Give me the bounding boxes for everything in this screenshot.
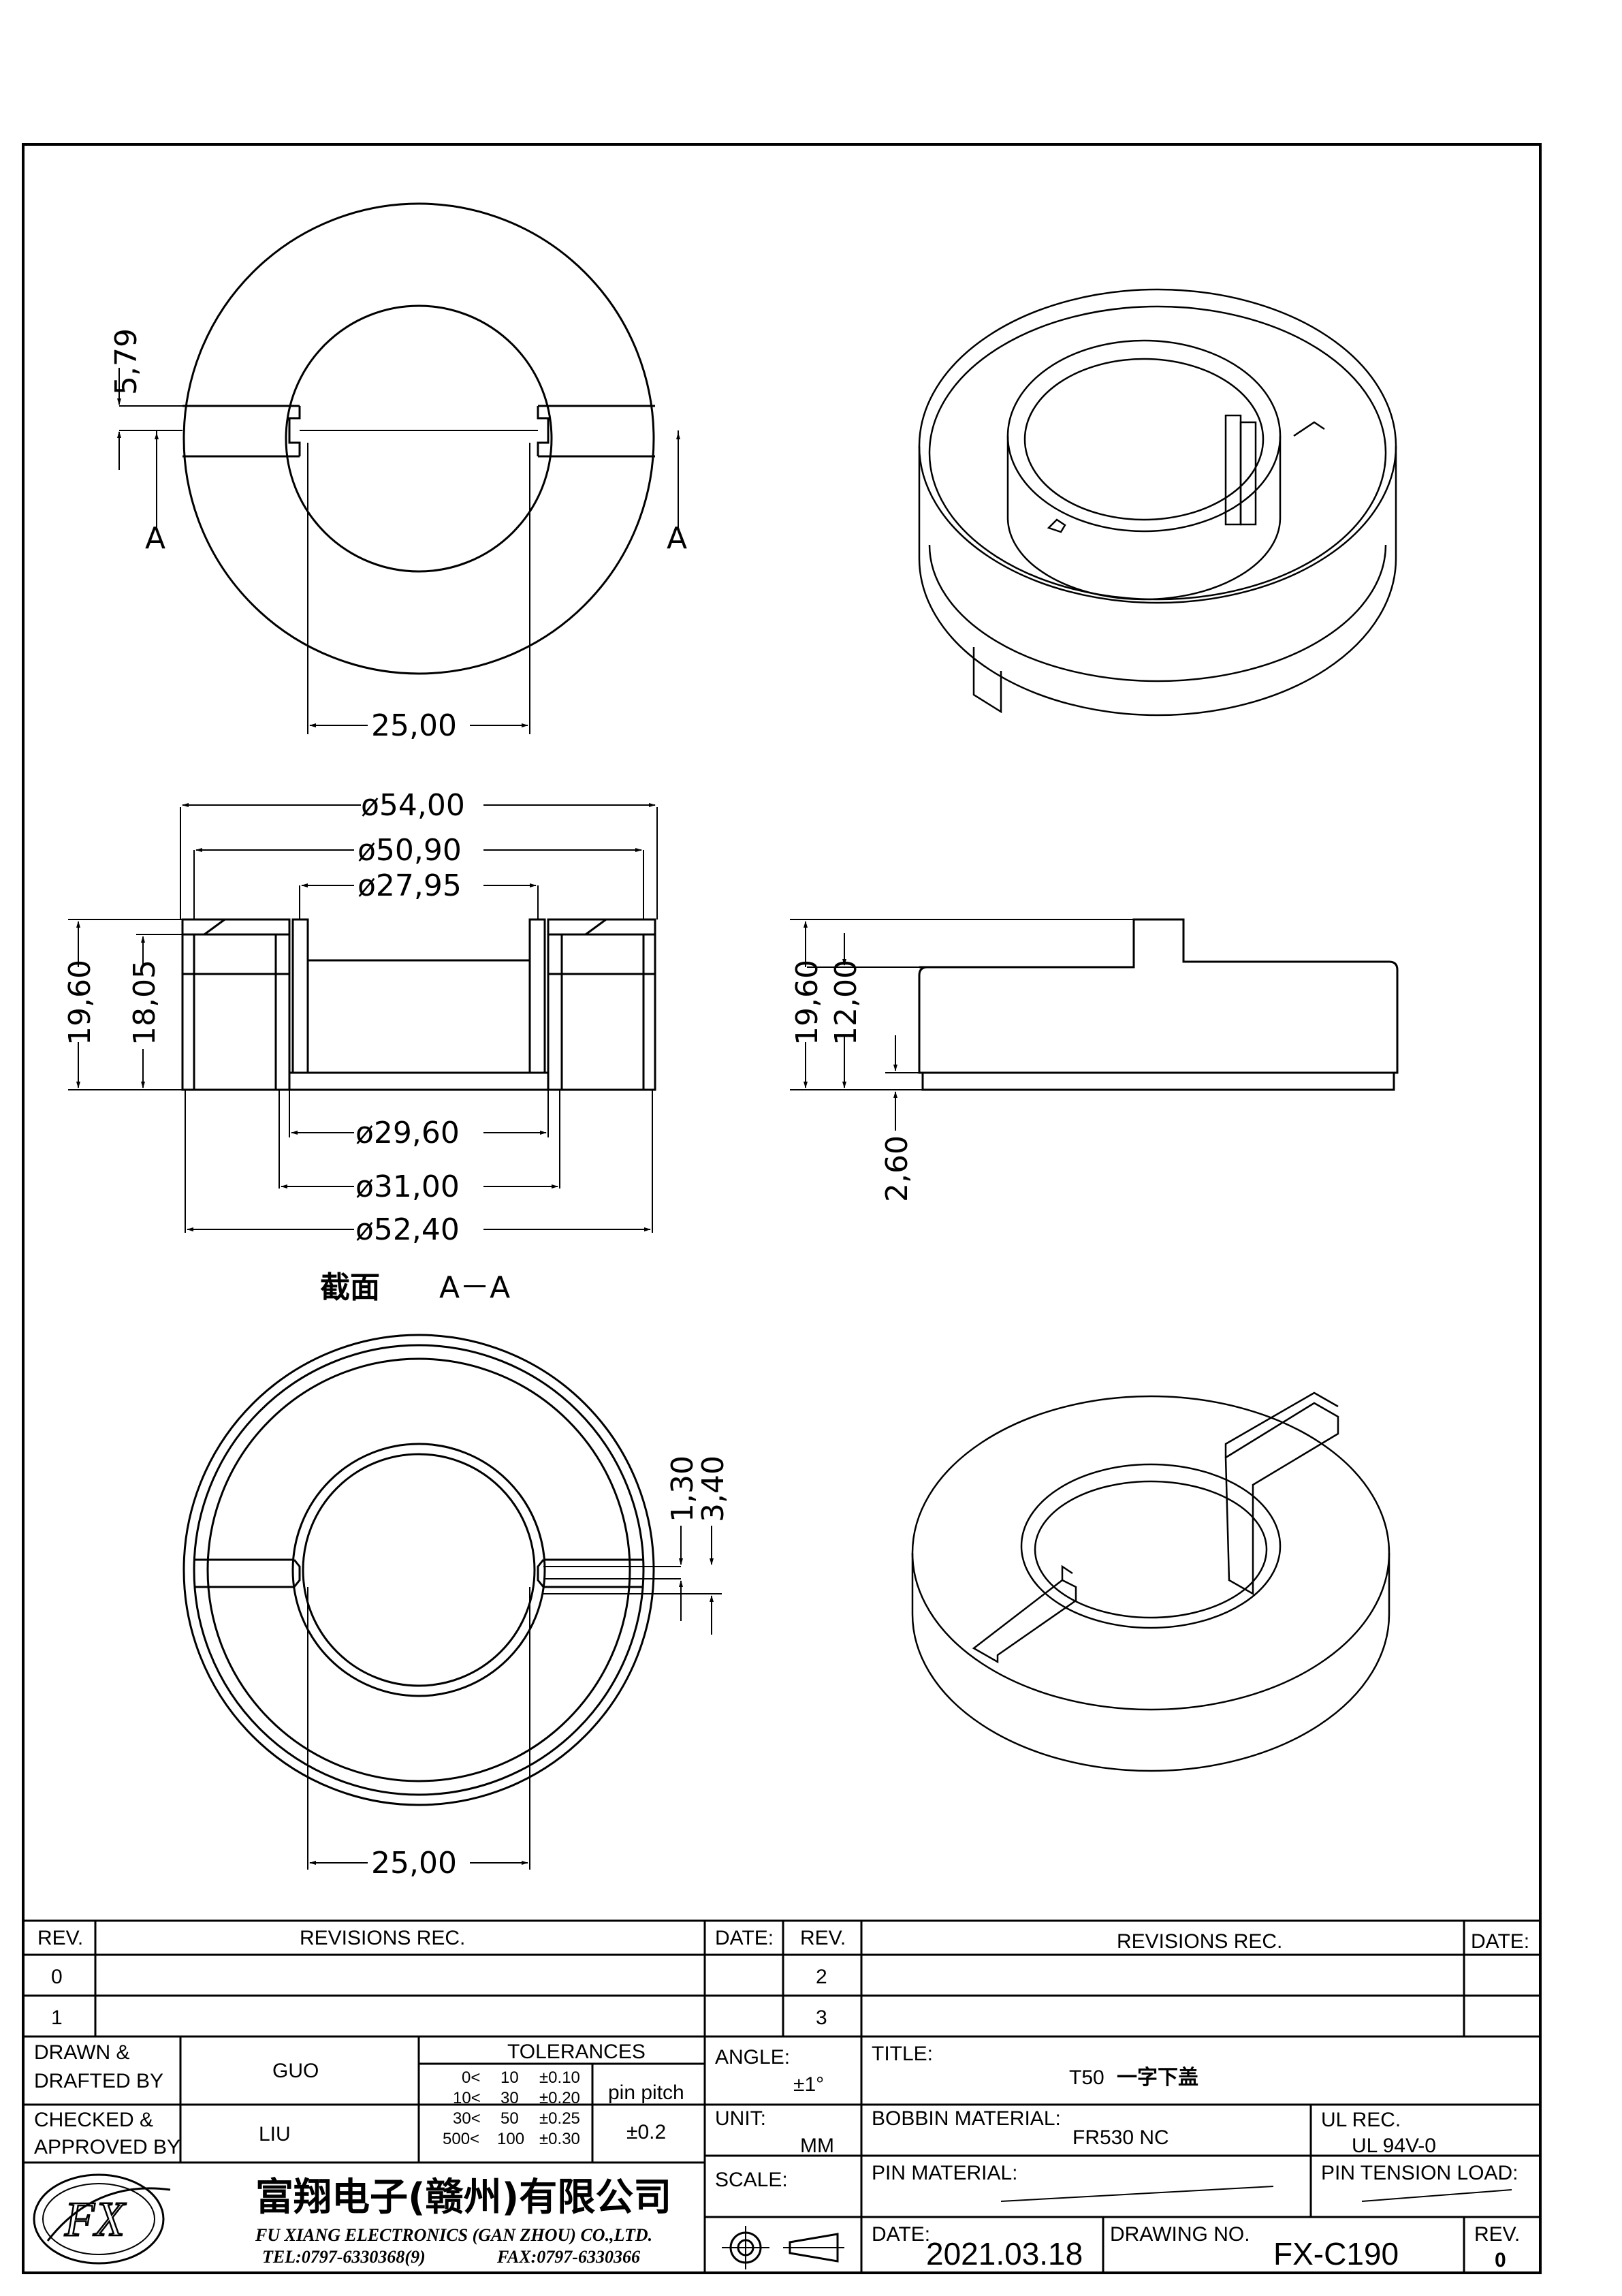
drawn-label-2: DRAFTED BY (34, 2070, 163, 2092)
iso-view-bottom (911, 1391, 1390, 1772)
dim-side-height-2: 12,00 (829, 960, 863, 1045)
section-aa (68, 803, 658, 1233)
pin-material-label: PIN MATERIAL: (872, 2162, 1017, 2184)
rev-header-2: REV. (800, 1927, 846, 1949)
title-value-cn: 一字下盖 (1117, 2066, 1198, 2089)
side-view (790, 918, 1399, 1131)
tol-val-1: ±0.20 (539, 2089, 580, 2107)
tolerances-label: TOLERANCES (507, 2041, 646, 2063)
bottom-view (182, 1334, 722, 1870)
scale-label: SCALE: (715, 2169, 788, 2191)
dim-diameter-6: ø52,40 (355, 1212, 460, 1247)
company-name-en: FU XIANG ELECTRONICS (GAN ZHOU) CO.,LTD. (255, 2225, 652, 2245)
rev-header: REV. (37, 1927, 83, 1949)
title-value-latin: T50 (1069, 2066, 1104, 2089)
drawn-label-1: DRAWN & (34, 2041, 130, 2064)
section-marker-left: A (145, 521, 165, 556)
rev-value: 0 (1495, 2249, 1506, 2271)
rev-row-2: 2 (816, 1966, 827, 1988)
rev-row-3: 3 (816, 2007, 827, 2029)
dim-diameter-2: ø50,90 (357, 833, 462, 868)
checked-label-1: CHECKED & (34, 2109, 153, 2131)
dim-bottom-inner-width: 25,00 (371, 1846, 457, 1881)
dim-height-1: 19,60 (63, 960, 97, 1045)
tol-val-3: ±0.30 (539, 2130, 580, 2148)
bobbin-value: FR530 NC (1072, 2126, 1169, 2149)
logo-text: FX (64, 2192, 127, 2246)
tol-from-0: 0< (462, 2069, 480, 2087)
drawing-no-label: DRAWING NO. (1110, 2223, 1250, 2246)
dim-diameter-4: ø29,60 (355, 1116, 460, 1150)
dim-height-2: 18,05 (127, 960, 162, 1045)
ul-label: UL REC. (1321, 2109, 1401, 2131)
date-header-2: DATE: (1471, 1930, 1529, 1953)
rev-row-0: 0 (51, 1966, 63, 1988)
date-label: DATE: (872, 2223, 930, 2246)
section-name: A－A (439, 1270, 510, 1305)
company-tel: TEL:0797-6330368(9) (262, 2247, 426, 2267)
date-value: 2021.03.18 (926, 2236, 1083, 2271)
tol-from-3: 500< (443, 2130, 479, 2148)
tol-to-3: 100 (497, 2130, 524, 2148)
title-block-grid (23, 1919, 1540, 2273)
dim-diameter-3: ø27,95 (357, 868, 462, 903)
angle-label: ANGLE: (715, 2046, 790, 2069)
tol-val-0: ±0.10 (539, 2069, 580, 2087)
checked-label-2: APPROVED BY (34, 2136, 180, 2158)
drawn-by: GUO (272, 2060, 319, 2082)
rev-label: REV. (1474, 2223, 1520, 2246)
bobbin-label: BOBBIN MATERIAL: (872, 2107, 1061, 2130)
tol-to-1: 30 (500, 2089, 519, 2107)
unit-value: MM (800, 2135, 834, 2157)
pin-tension-label: PIN TENSION LOAD: (1321, 2162, 1518, 2184)
company-name-cn: 富翔电子(赣州)有限公司 (255, 2175, 671, 2220)
tol-to-2: 50 (500, 2109, 519, 2128)
checked-by: LIU (259, 2123, 291, 2145)
tol-val-2: ±0.25 (539, 2109, 580, 2128)
tol-from-1: 10< (453, 2089, 481, 2107)
dim-slot-height: 5,79 (109, 328, 144, 395)
dim-bottom-slot-2: 3,40 (696, 1456, 731, 1522)
drawing-no-value: FX-C190 (1273, 2236, 1399, 2271)
pin-pitch-label: pin pitch (608, 2081, 684, 2104)
iso-view-top (918, 288, 1397, 717)
title-label: TITLE: (872, 2043, 933, 2065)
dim-diameter-1: ø54,00 (361, 788, 465, 823)
ul-value: UL 94V-0 (1352, 2135, 1436, 2157)
tol-from-2: 30< (453, 2109, 481, 2128)
dim-bottom-slot-1: 1,30 (665, 1456, 700, 1522)
angle-value: ±1° (793, 2073, 824, 2096)
section-label: 截面 (320, 1270, 380, 1305)
date-header: DATE: (715, 1927, 774, 1949)
dim-top-inner-width: 25,00 (371, 708, 457, 743)
dim-side-height-3: 2,60 (880, 1135, 915, 1202)
company-fax: FAX:0797-6330366 (496, 2247, 640, 2267)
dim-side-height-1: 19,60 (790, 960, 825, 1045)
unit-label: UNIT: (715, 2107, 766, 2130)
rev-row-1: 1 (51, 2007, 63, 2029)
revisions-header-2: REVISIONS REC. (1117, 1930, 1282, 1953)
top-view (117, 202, 680, 734)
revisions-header: REVISIONS REC. (300, 1927, 465, 1949)
pin-pitch-value: ±0.2 (626, 2121, 666, 2143)
dim-diameter-5: ø31,00 (355, 1169, 460, 1204)
section-marker-right: A (667, 521, 687, 556)
tol-to-0: 10 (500, 2069, 519, 2087)
sheet-border (22, 143, 1542, 2274)
